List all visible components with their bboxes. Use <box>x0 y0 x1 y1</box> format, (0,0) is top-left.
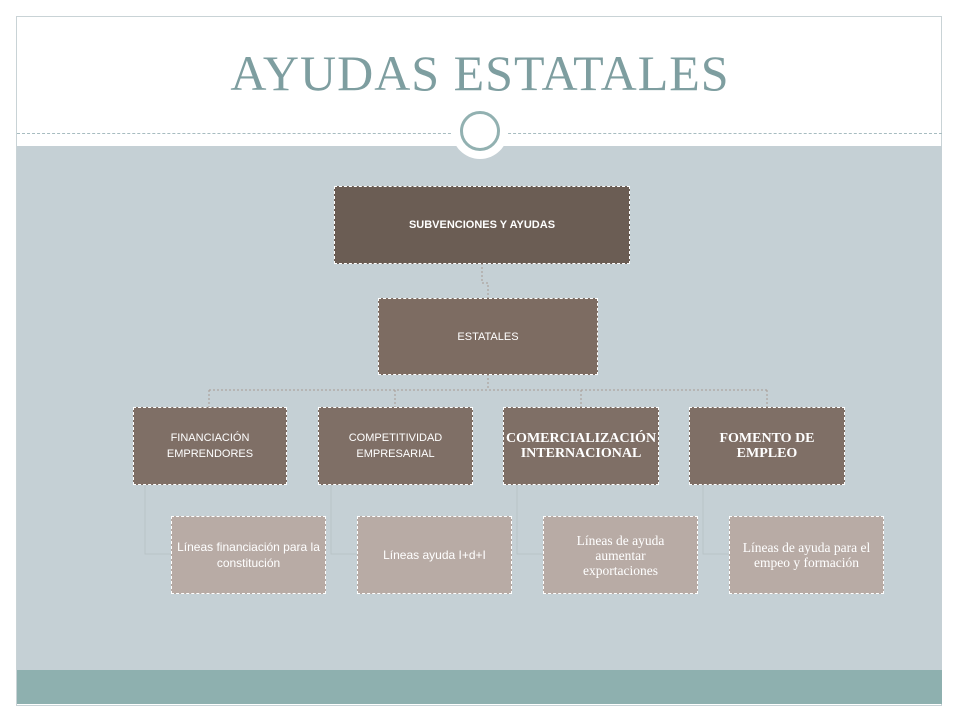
connector-detail-3 <box>516 484 544 555</box>
node-category-financiacion: FINANCIACIÓN EMPRENDORES <box>133 407 287 485</box>
connector-detail-4 <box>702 484 730 555</box>
circle-ornament-inner-icon <box>460 111 500 151</box>
node-detail-idi: Líneas ayuda I+d+I <box>357 516 512 594</box>
node-detail-empleo: Líneas de ayuda para el empeo y formació… <box>729 516 884 594</box>
node-level2: ESTATALES <box>378 298 598 375</box>
node-root: SUBVENCIONES Y AYUDAS <box>334 186 630 264</box>
connector-root-level2 <box>481 263 489 298</box>
connector-detail-1 <box>144 484 172 555</box>
footer-bar <box>17 670 942 704</box>
connector-detail-2 <box>330 484 358 555</box>
node-category-comercializacion: COMERCIALIZACIÓN INTERNACIONAL <box>503 407 659 485</box>
node-detail-exportaciones: Líneas de ayuda aumentar exportaciones <box>543 516 698 594</box>
node-category-fomento: FOMENTO DE EMPLEO <box>689 407 845 485</box>
node-category-competitividad: COMPETITIVIDAD EMPRESARIAL <box>318 407 473 485</box>
slide-title: AYUDAS ESTATALES <box>230 45 730 101</box>
node-detail-financiacion: Líneas financiación para la constitución <box>171 516 326 594</box>
